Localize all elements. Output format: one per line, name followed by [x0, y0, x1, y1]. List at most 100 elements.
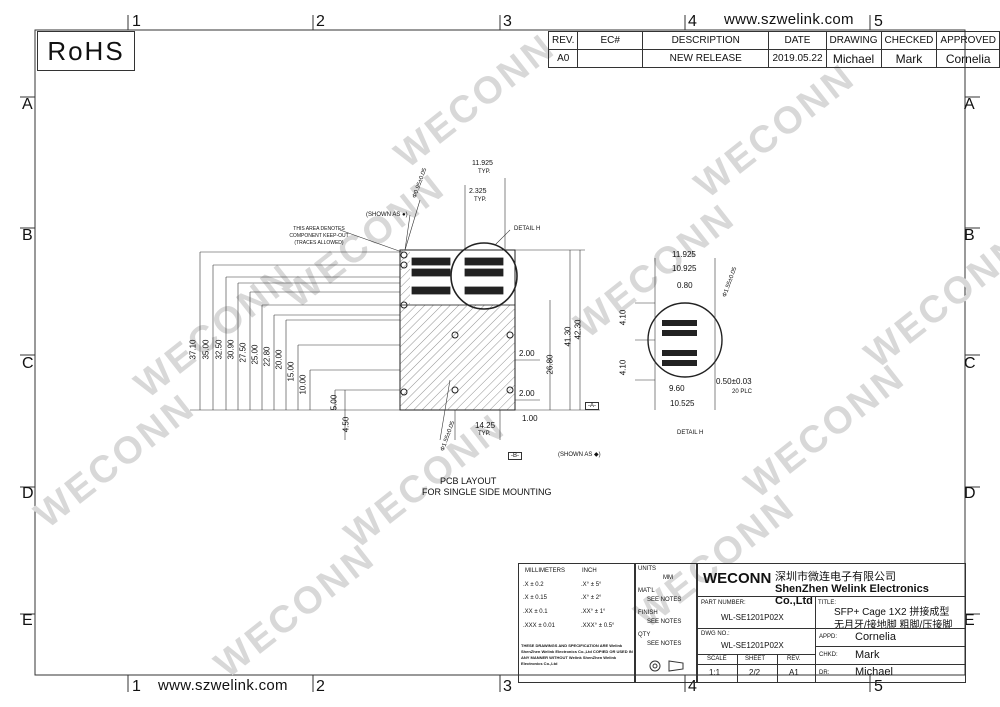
detail-h-dimension-lines: [635, 258, 716, 410]
website-url-bottom[interactable]: www.szwelink.com: [158, 677, 288, 694]
projection-symbol-icon: [649, 660, 684, 672]
detail-h-view-label: DETAIL H: [677, 430, 704, 436]
right-dim-100: 1.00: [522, 414, 538, 423]
mm-row-2: .X ± 0.15: [523, 595, 547, 601]
matl-label: MAT'L: [638, 588, 655, 594]
inch-row-4: .XXX° ± 0.5°: [581, 623, 615, 629]
appd-label: APPD:: [819, 634, 838, 640]
zone-col-3: 3: [503, 13, 512, 30]
right-dim-4230: 42.30: [573, 319, 583, 340]
ownership-note: THESE DRAWINGS AND SPECIFICATION ARE Wel…: [521, 643, 633, 666]
divider: [815, 646, 965, 647]
detail-h-dim-pitch: 0.50±0.03: [716, 377, 752, 386]
tolerance-block: MILLIMETERS INCH .X ± 0.2 .X ± 0.15 .XX …: [518, 563, 636, 683]
keepout-area-top: [400, 250, 410, 305]
left-dim-2280: 22.80: [262, 346, 272, 367]
divider: [697, 628, 965, 629]
sheet-value: 2/2: [749, 668, 761, 677]
zone-row-e: E: [22, 612, 33, 629]
top-dim-11925: 11.925: [472, 160, 493, 167]
approved-value: Cornelia: [936, 49, 1000, 68]
divider: [815, 596, 816, 682]
left-dim-3090: 30.90: [226, 339, 236, 360]
zone-row-e-right: E: [964, 612, 975, 629]
appd-value: Cornelia: [855, 631, 896, 643]
left-dim-450: 4.50: [341, 416, 351, 433]
detail-h-circle: [450, 242, 518, 310]
dwg-no-value: WL-SE1201P02X: [721, 641, 784, 650]
detail-h-dim-410-b: 4.10: [618, 359, 628, 376]
rev-value: A0: [547, 49, 579, 68]
zone-row-a-right: A: [964, 96, 975, 113]
left-dim-500: 5.00: [329, 394, 339, 411]
rohs-mark: RoHS: [37, 31, 135, 71]
dr-label: DR:: [819, 670, 830, 676]
pcb-layout-subtitle: FOR SINGLE SIDE MOUNTING: [422, 487, 552, 497]
zone-col-5-bottom: 5: [874, 678, 883, 695]
qty-label: QTY: [638, 632, 651, 638]
website-url-top[interactable]: www.szwelink.com: [724, 11, 854, 28]
inch-row-2: .X° ± 2°: [581, 595, 602, 601]
checked-value: Mark: [880, 49, 938, 68]
right-dim-2680: 26.80: [545, 354, 555, 375]
right-dim-200-b: 2.00: [519, 389, 535, 398]
revision-header-row: REV. EC# DESCRIPTION DATE DRAWING CHECKE…: [547, 31, 1000, 50]
rev-label: REV.: [787, 656, 801, 662]
divider: [697, 596, 965, 597]
zone-row-d-right: D: [964, 485, 976, 502]
left-dim-2500: 25.00: [250, 344, 260, 365]
top-dim-2325: 2.325: [469, 188, 487, 195]
bottom-dim-typ: TYP.: [478, 431, 491, 437]
company-name-cn: 深圳市微连电子有限公司: [775, 571, 896, 583]
datum-b: -B-: [508, 452, 522, 460]
keepout-area: [399, 304, 516, 411]
datum-a: -A-: [585, 402, 599, 410]
title-line-1: SFP+ Cage 1X2 拼接成型: [834, 607, 950, 618]
dr-value: Michael: [855, 666, 893, 678]
company-name-en: ShenZhen Welink Electronics Co.,Ltd: [775, 583, 929, 607]
keepout-note: THIS AREA DENOTES COMPONENT KEEP-OUT (TR…: [289, 226, 349, 246]
units-block: UNITS MM MAT'L SEE NOTES FINISH SEE NOTE…: [634, 563, 698, 683]
zone-col-2-bottom: 2: [316, 678, 325, 695]
zone-col-4-bottom: 4: [688, 678, 697, 695]
detail-h-dim-11925: 11.925: [672, 250, 696, 259]
zone-row-a: A: [22, 96, 33, 113]
qty-value: SEE NOTES: [647, 641, 682, 647]
zone-row-c-right: C: [964, 355, 976, 372]
zone-row-b: B: [22, 227, 33, 244]
mm-header: MILLIMETERS: [525, 568, 566, 574]
pin-rows: [411, 257, 504, 295]
detail-h-dim-410-a: 4.10: [618, 309, 628, 326]
left-dim-3710: 37.10: [188, 339, 198, 360]
divider: [697, 654, 815, 655]
title-block: WECONN 深圳市微连电子有限公司 ShenZhen Welink Elect…: [696, 563, 966, 683]
right-dim-4130: 41.30: [563, 326, 573, 347]
dwg-no-label: DWG NO.:: [701, 631, 730, 637]
left-dim-1500: 15.00: [286, 361, 296, 382]
detail-h-dim-960: 9.60: [669, 384, 685, 393]
shown-as-note-1: (SHOWN AS ●): [366, 212, 408, 218]
revision-table: REV. EC# DESCRIPTION DATE DRAWING CHECKE…: [547, 31, 1000, 68]
title-label: TITLE:: [818, 600, 837, 606]
bottom-dim-1425: 14.25: [475, 421, 496, 430]
right-dimension-lines: [454, 178, 600, 440]
part-number-label: PART NUMBER:: [701, 600, 746, 606]
finish-value: SEE NOTES: [647, 619, 682, 625]
company-brand: WECONN: [703, 570, 772, 587]
zone-row-b-right: B: [964, 227, 975, 244]
mm-row-3: .XX ± 0.1: [523, 609, 548, 615]
top-dim-typ-1: TYP.: [478, 169, 491, 175]
leader-lines: [339, 199, 511, 441]
inch-row-3: .XX° ± 1°: [581, 609, 606, 615]
sheet-label: SHEET: [745, 656, 766, 662]
date-value: 2019.05.22: [768, 49, 827, 68]
zone-row-c: C: [22, 355, 34, 372]
left-dim-3500: 35.00: [201, 339, 211, 360]
detail-h-dim-080: 0.80: [677, 281, 693, 290]
detail-h-dim-10525: 10.525: [670, 399, 695, 408]
divider: [777, 654, 778, 682]
mm-row-4: .XXX ± 0.01: [523, 623, 555, 629]
zone-col-5: 5: [874, 13, 883, 30]
